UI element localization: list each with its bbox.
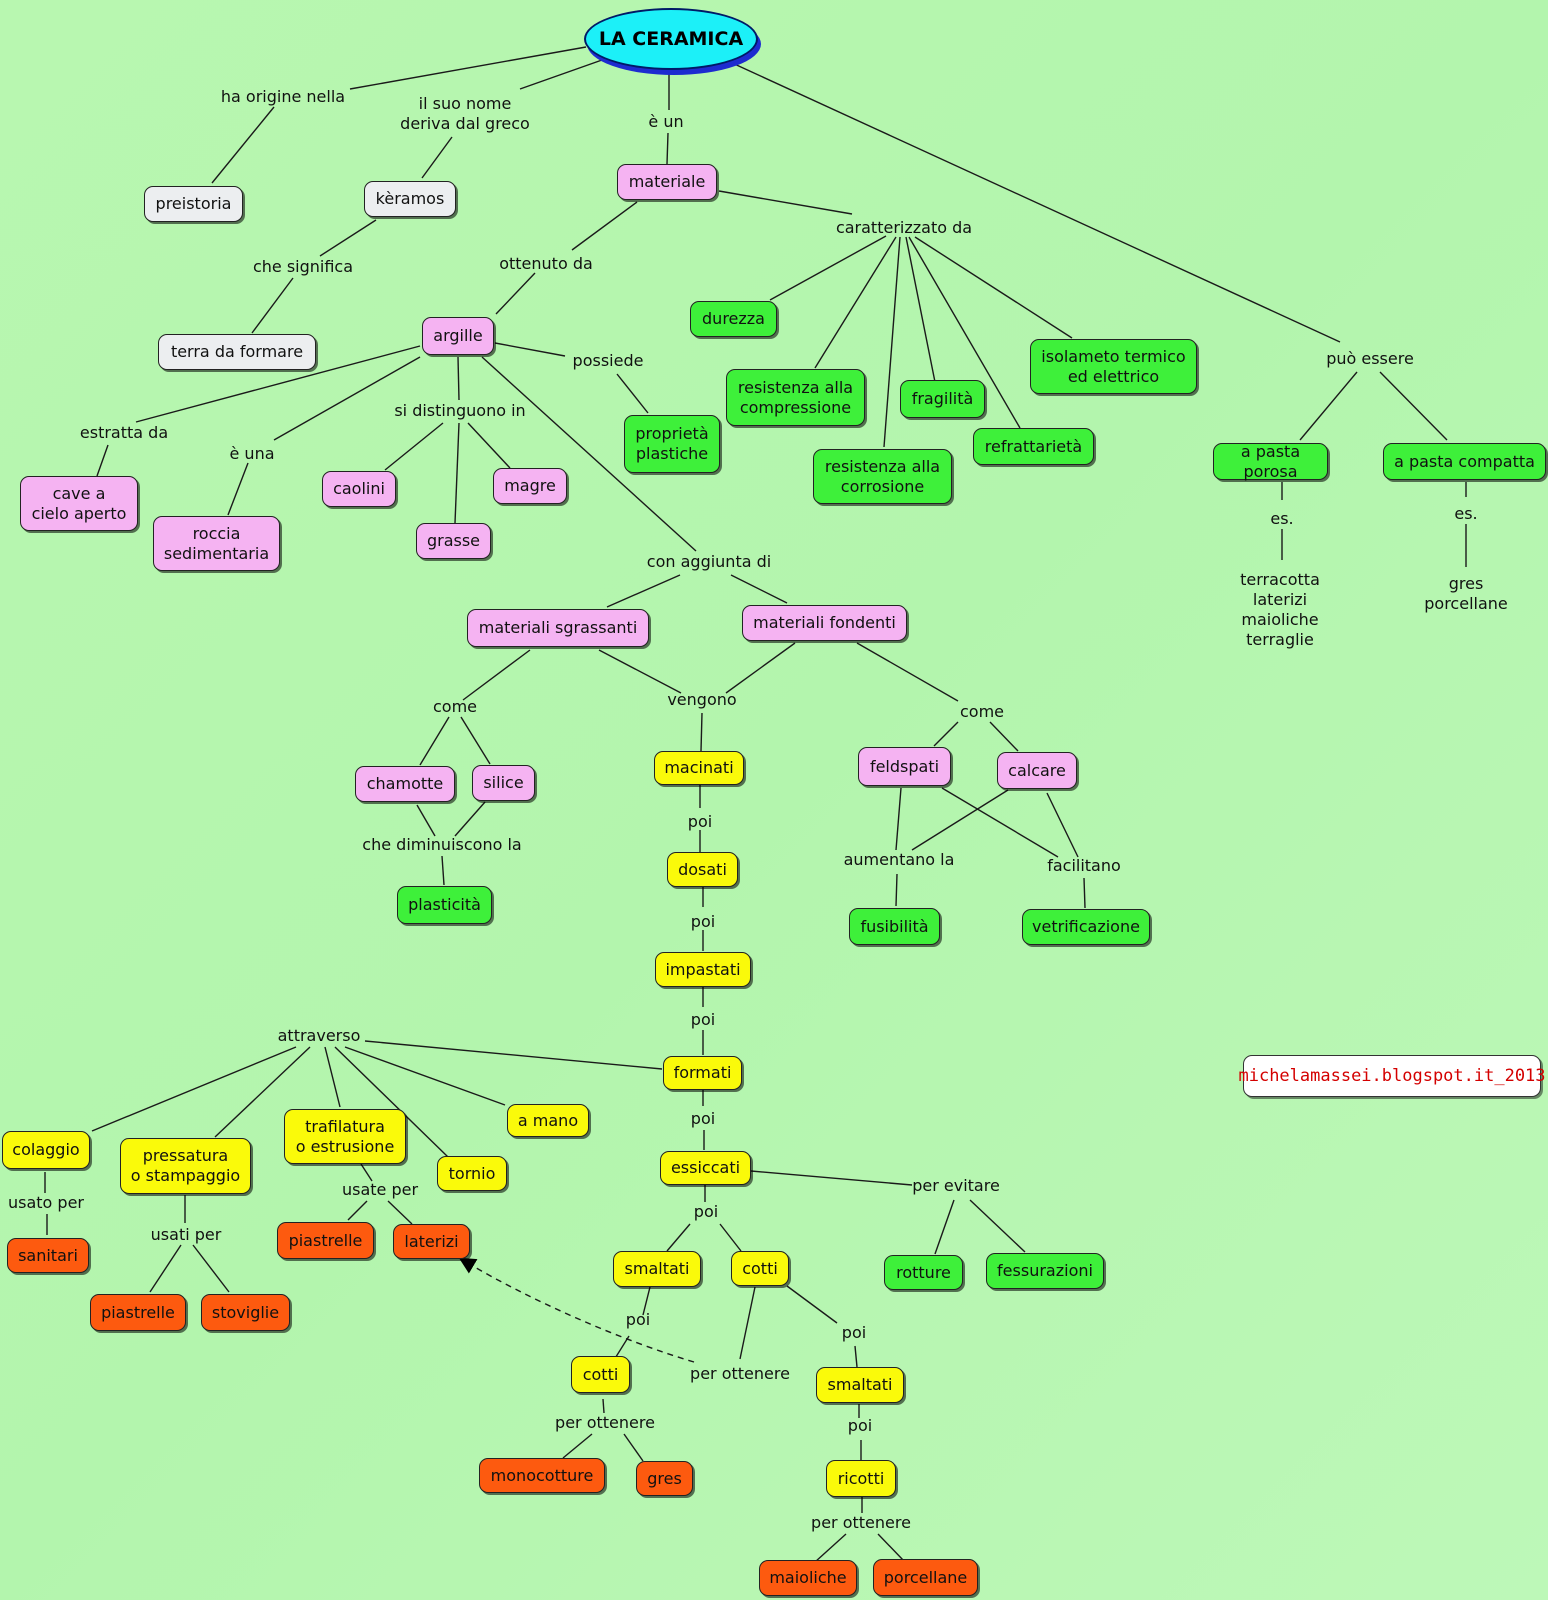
node-preistoria[interactable]: preistoria [144,186,243,222]
node-materiali-sgrassanti[interactable]: materiali sgrassanti [467,609,649,647]
label-poi-7: poi [841,1323,867,1342]
label-attraverso: attraverso [277,1026,361,1045]
label-usato-per: usato per [7,1193,85,1212]
label-che-diminuiscono: che diminuiscono la [362,835,522,854]
node-pasta-compatta[interactable]: a pasta compatta [1383,443,1546,480]
label-poi-3: poi [690,1010,716,1029]
node-materiale[interactable]: materiale [617,164,717,200]
node-terra-da-formare[interactable]: terra da formare [158,334,316,370]
node-feldspati[interactable]: feldspati [858,747,951,786]
label-vengono: vengono [667,690,737,709]
node-colaggio[interactable]: colaggio [2,1131,90,1169]
label-poi-5: poi [693,1202,719,1221]
label-poi-8: poi [847,1416,873,1435]
label-usati-per: usati per [150,1225,222,1244]
node-trafilatura[interactable]: trafilatura o estrusione [284,1109,406,1164]
node-pasta-porosa[interactable]: a pasta porosa [1213,442,1328,481]
label-aumentano: aumentano la [843,850,955,869]
node-piastrelle-1[interactable]: piastrelle [90,1294,186,1331]
label-caratterizzato-da: caratterizzato da [835,218,973,237]
node-fusibilita[interactable]: fusibilità [849,908,940,945]
node-essiccati[interactable]: essiccati [660,1151,751,1185]
node-gres[interactable]: gres [636,1461,693,1496]
node-isolamento[interactable]: isolameto termico ed elettrico [1030,339,1197,394]
root-node[interactable]: LA CERAMICA [584,8,758,70]
node-impastati[interactable]: impastati [655,952,751,987]
label-estratta-da: estratta da [79,423,169,442]
label-poi-1: poi [687,812,713,831]
label-per-evitare: per evitare [912,1176,1000,1195]
label-ha-origine: ha origine nella [220,87,346,106]
node-argille[interactable]: argille [422,317,494,355]
node-piastrelle-2[interactable]: piastrelle [277,1222,374,1259]
node-fessurazioni[interactable]: fessurazioni [986,1253,1104,1289]
label-ottenuto-da: ottenuto da [499,254,593,273]
node-refrattarieta[interactable]: refrattarietà [973,428,1094,465]
node-chamotte[interactable]: chamotte [355,766,455,802]
label-esempi-compatta: gres porcellane [1424,574,1508,613]
label-e-una: è una [229,444,275,463]
node-keramos[interactable]: kèramos [364,181,456,217]
node-resistenza-compressione[interactable]: resistenza alla compressione [726,369,865,426]
node-stoviglie[interactable]: stoviglie [201,1294,290,1331]
label-come-1: come [432,697,478,716]
node-smaltati-2[interactable]: smaltati [816,1367,904,1403]
node-roccia[interactable]: roccia sedimentaria [153,516,280,571]
node-magre[interactable]: magre [493,468,567,504]
node-proprieta-plastiche[interactable]: proprietà plastiche [624,415,720,473]
node-plasticita[interactable]: plasticità [397,886,492,924]
label-poi-2: poi [690,912,716,931]
node-vetrificazione[interactable]: vetrificazione [1022,909,1150,945]
label-puo-essere: può essere [1326,349,1414,368]
label-per-ottenere-2: per ottenere [555,1413,655,1432]
label-per-ottenere-3: per ottenere [811,1513,911,1532]
node-resistenza-corrosione[interactable]: resistenza alla corrosione [813,449,952,504]
node-formati[interactable]: formati [663,1056,742,1090]
label-e-un: è un [648,112,684,131]
label-per-ottenere-1: per ottenere [690,1364,790,1383]
node-tornio[interactable]: tornio [437,1156,507,1191]
node-fragilita[interactable]: fragilità [900,380,985,418]
node-dosati[interactable]: dosati [667,852,738,887]
node-ricotti[interactable]: ricotti [826,1460,896,1497]
node-cotti-1[interactable]: cotti [731,1251,789,1286]
node-maioliche[interactable]: maioliche [759,1560,857,1596]
label-es-2: es. [1454,504,1478,523]
label-possiede: possiede [572,351,644,370]
node-cave[interactable]: cave a cielo aperto [20,476,138,531]
node-porcellane[interactable]: porcellane [873,1559,978,1596]
node-grasse[interactable]: grasse [416,523,491,559]
label-es-1: es. [1270,509,1294,528]
node-calcare[interactable]: calcare [997,752,1077,789]
label-suo-nome: il suo nome deriva dal greco [400,94,530,133]
node-sanitari[interactable]: sanitari [7,1238,89,1273]
node-smaltati-1[interactable]: smaltati [613,1251,701,1287]
node-durezza[interactable]: durezza [690,301,777,337]
node-cotti-2[interactable]: cotti [571,1356,630,1393]
node-caolini[interactable]: caolini [322,471,396,507]
node-materiali-fondenti[interactable]: materiali fondenti [742,605,907,641]
node-monocotture[interactable]: monocotture [479,1458,605,1493]
node-pressatura[interactable]: pressatura o stampaggio [120,1138,251,1194]
label-esempi-porosa: terracotta laterizi maioliche terraglie [1240,570,1320,649]
label-con-aggiunta: con aggiunta di [646,552,772,571]
label-che-significa: che significa [252,257,354,276]
label-si-distinguono: si distinguono in [394,401,526,420]
label-poi-6: poi [625,1310,651,1329]
node-a-mano[interactable]: a mano [507,1104,589,1137]
footer-credit: michelamassei.blogspot.it_2013 [1238,1055,1546,1097]
label-come-2: come [959,702,1005,721]
label-poi-4: poi [690,1109,716,1128]
label-usate-per: usate per [341,1180,419,1199]
label-facilitano: facilitano [1047,856,1121,875]
node-silice[interactable]: silice [472,765,535,801]
node-macinati[interactable]: macinati [654,751,744,785]
node-laterizi[interactable]: laterizi [393,1224,470,1259]
node-rotture[interactable]: rotture [884,1255,963,1290]
